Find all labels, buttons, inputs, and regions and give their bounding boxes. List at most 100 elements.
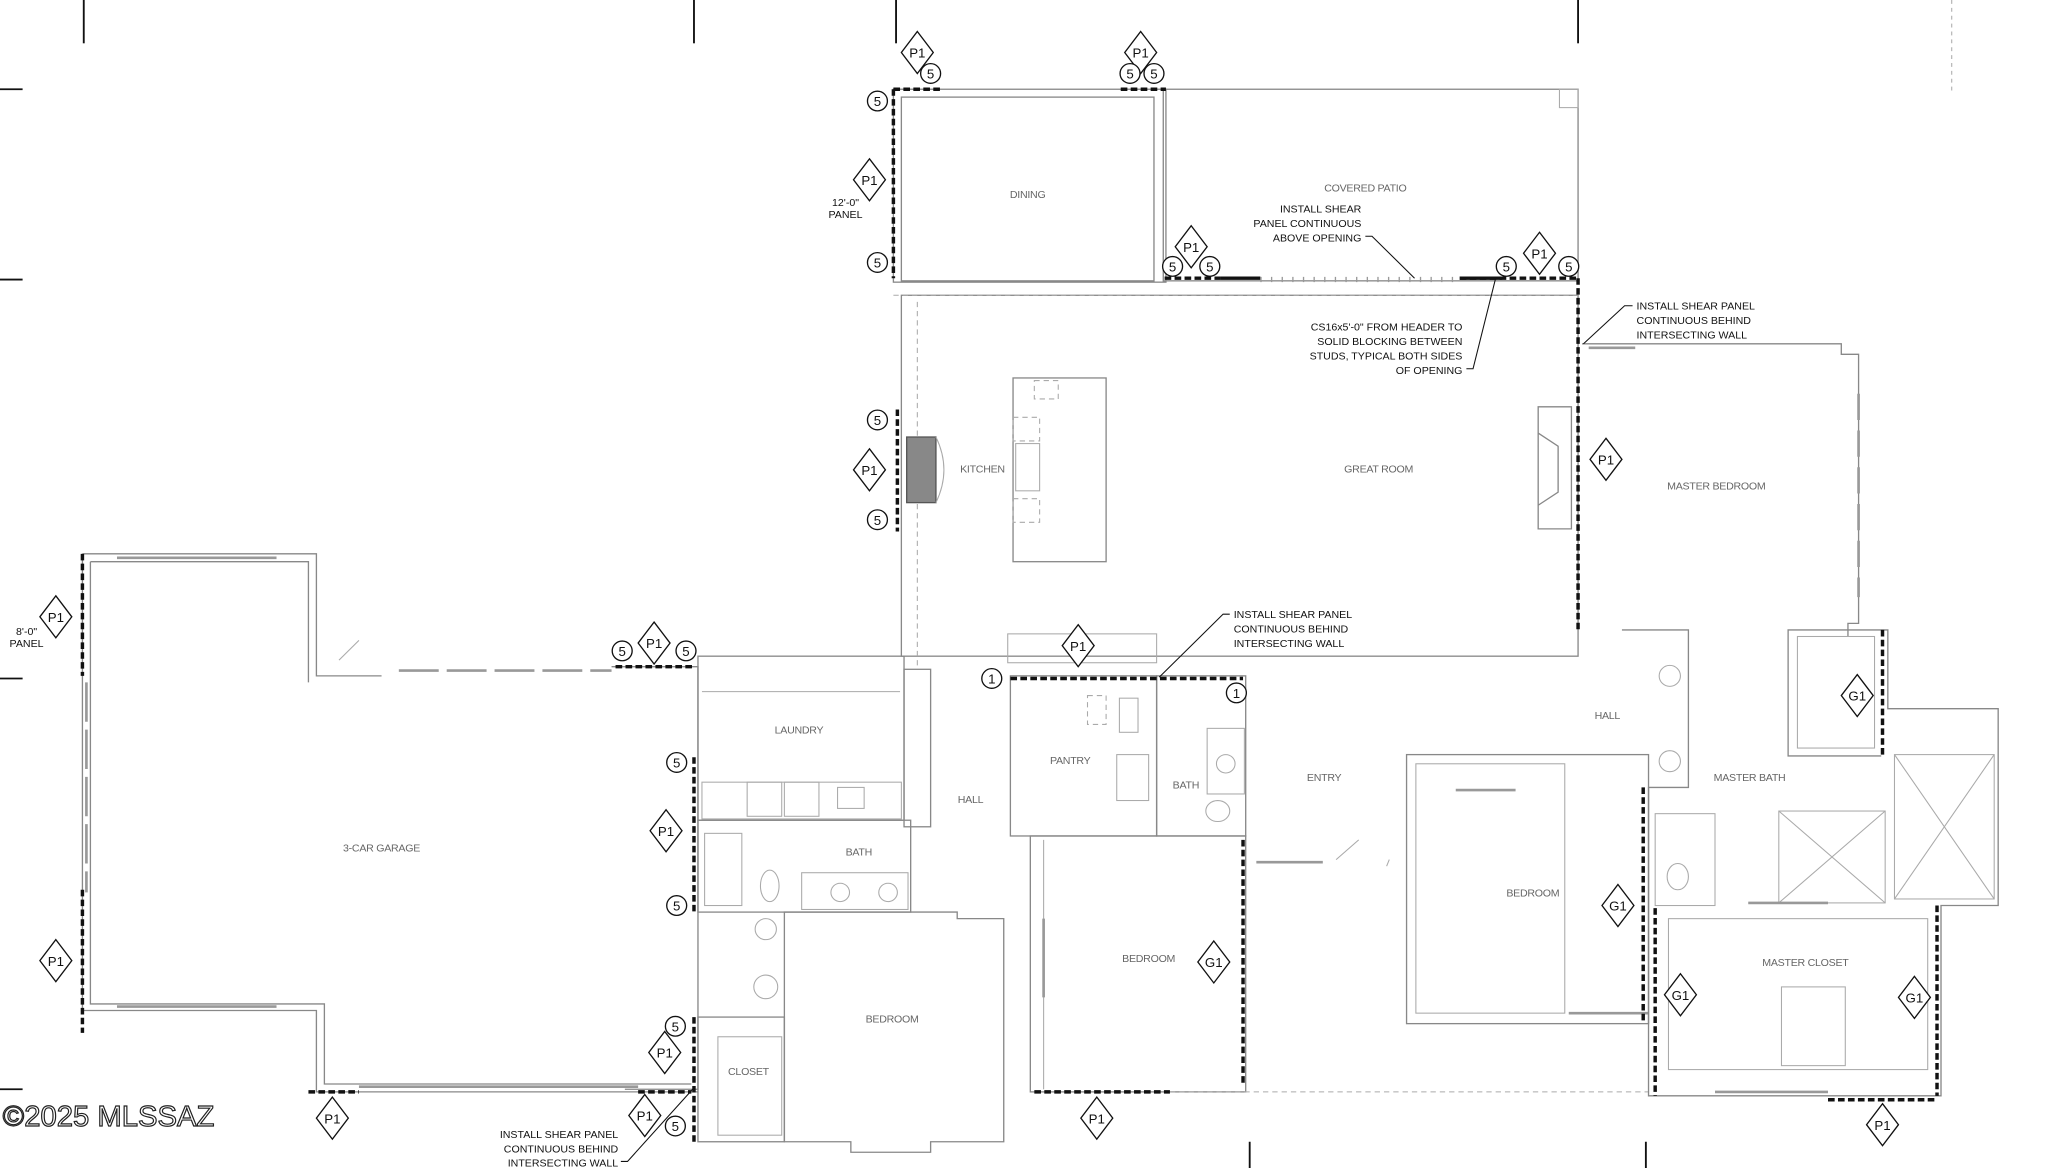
panel-tag: P1 <box>1123 30 1158 75</box>
tag-label: P1 <box>1070 639 1086 654</box>
tag-label: 5 <box>1503 260 1510 275</box>
tag-label: P1 <box>48 954 64 969</box>
diamond-tag-icon <box>637 620 671 666</box>
tag-label: P1 <box>658 824 674 839</box>
note-behind-wall-a-line3: INTERSECTING WALL <box>1637 330 1748 342</box>
room-bedroom-center: BEDROOM <box>1122 953 1175 965</box>
tag-label: 5 <box>1565 260 1572 275</box>
panel-tag: P1 <box>1174 224 1208 269</box>
room-bedroom-right: BEDROOM <box>1506 887 1559 899</box>
diamond-tag-icon <box>649 808 683 853</box>
tag-label: P1 <box>646 636 662 651</box>
diamond-tag-icon <box>1663 972 1698 1017</box>
circle-tag-icon <box>1495 255 1517 277</box>
tag-label: G1 <box>1609 899 1627 914</box>
circle-tag-icon <box>1161 255 1184 277</box>
tag-label: 5 <box>672 1019 679 1034</box>
circle-tag-icon <box>981 667 1003 689</box>
tag-label: G1 <box>1672 988 1690 1003</box>
diamond-tag-icon <box>1840 673 1875 718</box>
tag-label: 5 <box>682 644 689 659</box>
nail-tag: 5 <box>1558 255 1580 277</box>
circle-tag-icon <box>866 251 889 273</box>
circle-tag-icon <box>675 640 697 662</box>
room-great-room: GREAT ROOM <box>1344 464 1413 476</box>
tag-label: P1 <box>1874 1118 1890 1133</box>
note-behind-wall-b-line1: INSTALL SHEAR PANEL <box>1234 609 1353 621</box>
gypsum-tag: G1 <box>1663 972 1698 1017</box>
gypsum-tag: G1 <box>1197 939 1231 985</box>
circle-tag-icon <box>1143 62 1165 84</box>
tag-label: P1 <box>657 1046 673 1061</box>
nail-tag: 5 <box>664 1015 686 1037</box>
panel-tag: P1 <box>1589 437 1623 482</box>
room-dining: DINING <box>1010 189 1046 201</box>
tag-label: 5 <box>1169 260 1176 275</box>
diamond-tag-icon <box>1197 939 1231 985</box>
room-master-closet: MASTER CLOSET <box>1762 957 1849 969</box>
nail-tag: 5 <box>1161 255 1184 277</box>
tag-label: 5 <box>618 644 625 659</box>
tag-label: 1 <box>988 672 995 687</box>
note-behind-wall-a-line1: INSTALL SHEAR PANEL <box>1637 301 1756 313</box>
diamond-tag-icon <box>1601 883 1635 928</box>
circle-tag-icon <box>1199 255 1221 277</box>
nail-tag: 5 <box>664 1115 686 1137</box>
room-entry: ENTRY <box>1307 772 1342 784</box>
tag-label: 5 <box>874 94 881 109</box>
nail-tag: 5 <box>866 509 889 531</box>
circle-tag-icon <box>664 1015 686 1037</box>
diamond-tag-icon <box>852 157 887 202</box>
diamond-tag-icon <box>1589 437 1623 482</box>
tag-label: G1 <box>1848 689 1866 704</box>
nail-tag: 5 <box>919 62 942 84</box>
note-strap-line4: OF OPENING <box>1396 365 1463 377</box>
nail-tag: 5 <box>866 409 889 431</box>
tag-label: 5 <box>927 67 934 82</box>
note-behind-wall-c-line2: CONTINUOUS BEHIND <box>504 1143 619 1155</box>
diamond-tag-icon <box>315 1096 350 1141</box>
grid-ticks <box>0 0 1953 1168</box>
diamond-tag-icon <box>1080 1096 1114 1141</box>
nail-tag: 5 <box>866 90 889 112</box>
nail-tag: 5 <box>1143 62 1165 84</box>
tag-label: P1 <box>1531 246 1547 261</box>
tag-label: P1 <box>637 1109 653 1124</box>
strap-tag: 1 <box>981 667 1003 689</box>
note-strap-line1: CS16x5'-0" FROM HEADER TO <box>1311 322 1463 334</box>
tag-label: 5 <box>874 256 881 271</box>
panel-tag: P1 <box>1061 623 1095 668</box>
tag-label: 5 <box>874 513 881 528</box>
note-above-opening-line1: INSTALL SHEAR <box>1280 204 1362 216</box>
panel-tag: P1 <box>1865 1102 1900 1147</box>
note-above-opening-line2: PANEL CONTINUOUS <box>1253 218 1361 230</box>
tag-label: 5 <box>673 899 680 914</box>
note-strap-line3: STUDS, TYPICAL BOTH SIDES <box>1310 351 1463 363</box>
tag-label: G1 <box>1906 991 1924 1006</box>
nail-tag: 5 <box>1199 255 1221 277</box>
tag-label: 5 <box>1126 67 1133 82</box>
panel-tag: P1 <box>1522 231 1557 276</box>
tag-label: G1 <box>1205 955 1223 970</box>
note-12ft-panel-line2: PANEL <box>829 209 863 221</box>
note-8ft-panel-line2: PANEL <box>10 638 44 650</box>
diamond-tag-icon <box>1061 623 1095 668</box>
room-bath-left: BATH <box>846 847 872 859</box>
diamond-tag-icon <box>39 938 73 983</box>
circle-tag-icon <box>664 1115 686 1137</box>
note-behind-wall-c-line3: INTERSECTING WALL <box>508 1158 619 1168</box>
walls <box>81 88 1999 1153</box>
shear-wall-lines <box>80 87 1939 1142</box>
nail-tag: 5 <box>675 640 697 662</box>
tag-label: P1 <box>48 610 64 625</box>
diamond-tag-icon <box>1522 231 1557 276</box>
room-master-bedroom: MASTER BEDROOM <box>1667 481 1765 493</box>
circle-tag-icon <box>866 409 889 431</box>
nail-tag: 5 <box>611 640 633 662</box>
circle-tag-icon <box>919 62 942 84</box>
panel-tag: P1 <box>852 157 887 202</box>
room-master-bath: MASTER BATH <box>1714 772 1786 784</box>
tag-label: 5 <box>672 1119 679 1134</box>
